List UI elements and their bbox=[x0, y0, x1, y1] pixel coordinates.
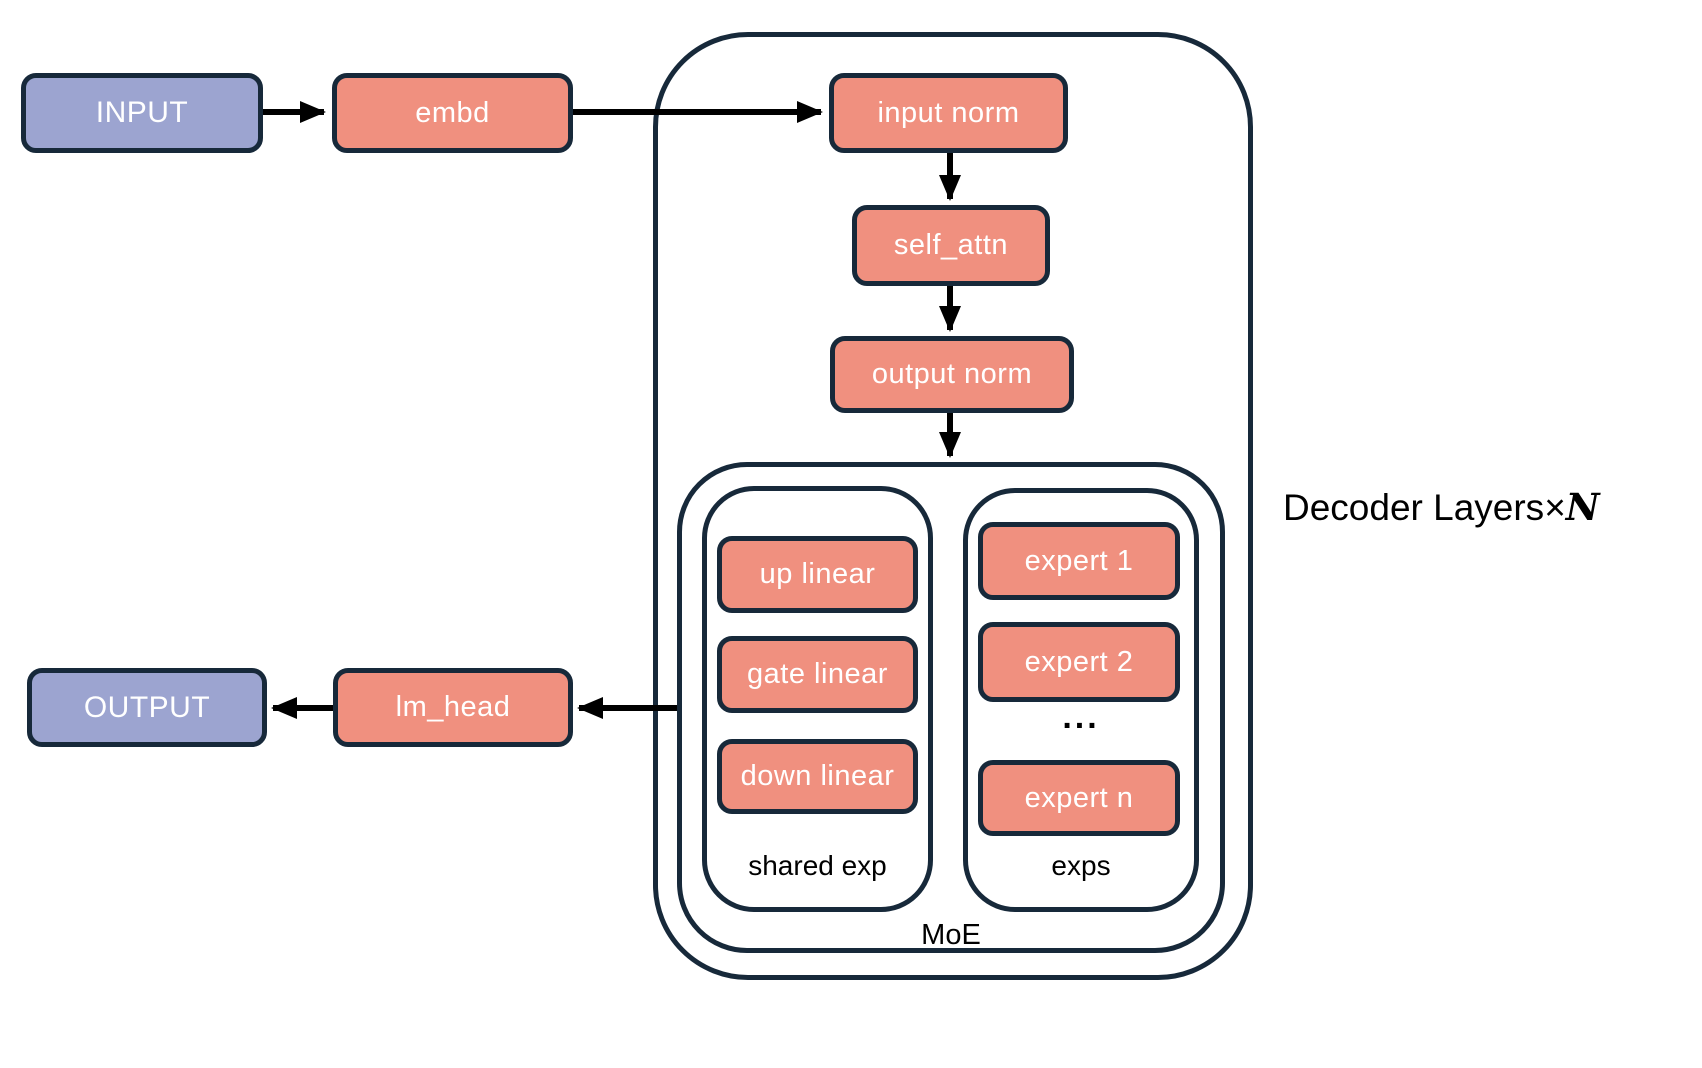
exps-container bbox=[963, 488, 1199, 912]
self-attn-node: self_attn bbox=[852, 205, 1050, 286]
moe-caption: MoE bbox=[921, 919, 981, 951]
layer-count-n: N bbox=[1565, 485, 1600, 529]
input-node: INPUT bbox=[21, 73, 263, 153]
decoder-layers-text: Decoder Layers bbox=[1283, 487, 1545, 528]
down-linear-node: down linear bbox=[717, 739, 918, 814]
decoder-layers-container bbox=[653, 32, 1253, 980]
embd-node: embd bbox=[332, 73, 573, 153]
shared-exp-caption: shared exp bbox=[748, 850, 887, 881]
decoder-layers-caption: Decoder Layers×N bbox=[1283, 487, 1600, 528]
input-norm-node: input norm bbox=[829, 73, 1068, 153]
output-norm-node: output norm bbox=[830, 336, 1074, 413]
lm-head-node: lm_head bbox=[333, 668, 573, 747]
expert-1-node: expert 1 bbox=[978, 522, 1180, 600]
experts-ellipsis: ... bbox=[1062, 698, 1100, 736]
up-linear-node: up linear bbox=[717, 536, 918, 613]
moe-container bbox=[677, 462, 1225, 953]
expert-n-node: expert n bbox=[978, 760, 1180, 836]
times-sign: × bbox=[1544, 487, 1566, 528]
output-node: OUTPUT bbox=[27, 668, 267, 747]
shared-exp-container bbox=[702, 486, 933, 912]
expert-2-node: expert 2 bbox=[978, 622, 1180, 702]
gate-linear-node: gate linear bbox=[717, 636, 918, 713]
exps-caption: exps bbox=[1051, 850, 1111, 881]
